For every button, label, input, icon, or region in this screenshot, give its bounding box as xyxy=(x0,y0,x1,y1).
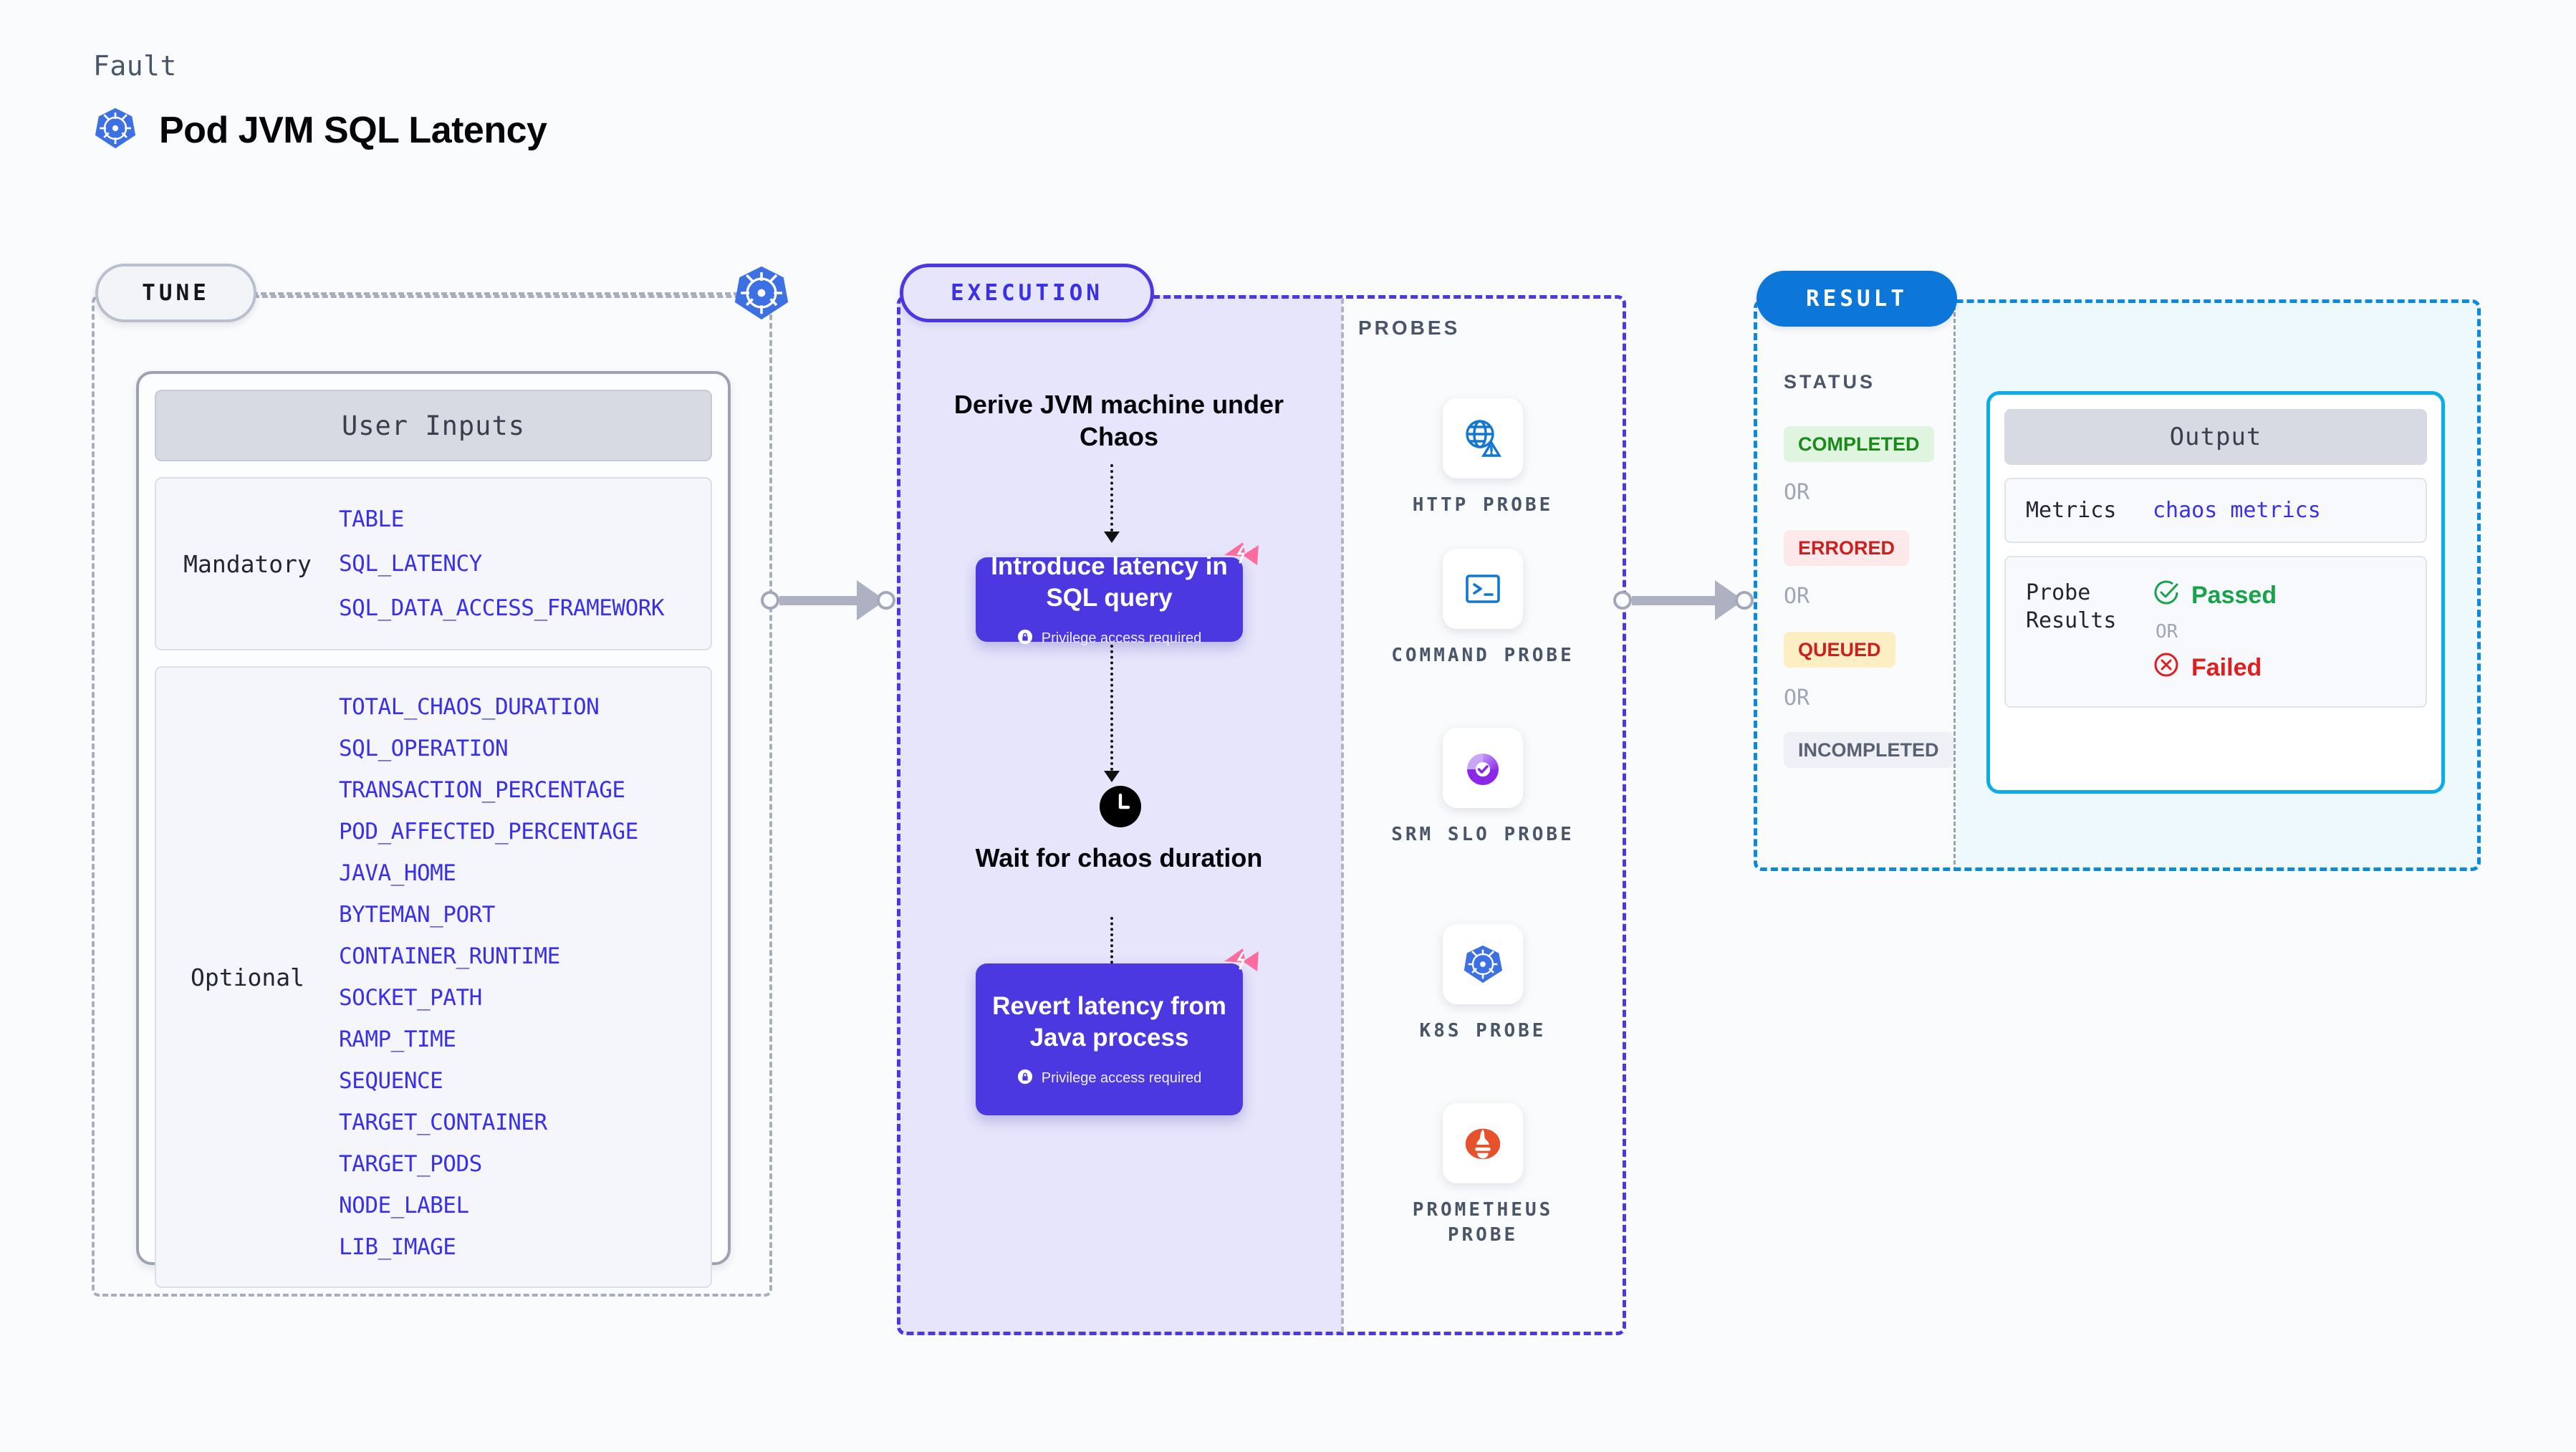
group-label-mandatory: Mandatory xyxy=(183,549,312,578)
probe-http[interactable]: HTTP PROBE xyxy=(1390,398,1576,518)
execution-panel xyxy=(897,295,1626,1335)
metrics-value[interactable]: chaos metrics xyxy=(2153,498,2321,523)
param-item[interactable]: SQL_DATA_ACCESS_FRAMEWORK xyxy=(339,595,665,621)
derive-step-label: Derive JVM machine under Chaos xyxy=(953,390,1284,451)
probe-verdict-failed: Failed xyxy=(2153,651,2277,685)
param-item[interactable]: SEQUENCE xyxy=(339,1068,443,1094)
metrics-key: Metrics xyxy=(2026,498,2117,523)
flow-arrow-head xyxy=(1104,771,1120,782)
privilege-note: Privilege access required xyxy=(1041,630,1202,647)
connector-dot xyxy=(1613,591,1632,610)
kubernetes-icon xyxy=(732,264,791,322)
connector-line xyxy=(779,595,858,605)
tune-connector-dash xyxy=(252,292,782,295)
kubernetes-icon xyxy=(93,106,138,154)
probe-k8s[interactable]: K8S PROBE xyxy=(1390,924,1576,1044)
lock-icon xyxy=(1017,1069,1033,1088)
globe-warning-icon xyxy=(1443,398,1523,479)
optional-params-group: Optional TOTAL_CHAOS_DURATION SQL_OPERAT… xyxy=(155,666,712,1288)
user-inputs-title: User Inputs xyxy=(155,390,712,461)
probe-label: PROMETHEUS PROBE xyxy=(1412,1199,1554,1246)
probe-label: COMMAND PROBE xyxy=(1391,645,1575,666)
revert-latency-card[interactable]: Revert latency from Java process Privile… xyxy=(976,948,1259,1115)
clock-icon xyxy=(1100,786,1141,827)
status-badge-completed: COMPLETED xyxy=(1784,426,1934,462)
group-label-optional: Optional xyxy=(191,963,304,991)
lock-icon xyxy=(1017,629,1033,648)
flow-arrow-line xyxy=(1110,464,1113,532)
mandatory-params-group: Mandatory TABLE SQL_LATENCY SQL_DATA_ACC… xyxy=(155,477,712,650)
or-separator: OR xyxy=(1784,584,1810,609)
user-inputs-card: User Inputs Mandatory TABLE SQL_LATENCY … xyxy=(136,371,731,1288)
param-item[interactable]: BYTEMAN_PORT xyxy=(339,902,495,928)
status-badge-incompleted: INCOMPLETED xyxy=(1784,732,1953,768)
flow-arrow-line xyxy=(1110,645,1113,771)
param-item[interactable]: SOCKET_PATH xyxy=(339,985,482,1011)
param-item[interactable]: JAVA_HOME xyxy=(339,860,456,886)
inject-latency-card[interactable]: Introduce latency in SQL query Privilege… xyxy=(976,542,1259,646)
param-item[interactable]: TARGET_PODS xyxy=(339,1151,482,1177)
page-title: Pod JVM SQL Latency xyxy=(159,109,547,151)
or-separator: OR xyxy=(1784,480,1810,505)
connector-line xyxy=(1632,595,1716,605)
output-title: Output xyxy=(2004,409,2427,465)
wait-step-label: Wait for chaos duration xyxy=(975,843,1263,872)
connector-dot xyxy=(1735,591,1754,610)
flow-arrow-line xyxy=(1110,917,1113,986)
probe-verdict-passed: Passed xyxy=(2153,579,2277,612)
probes-section-label: PROBES xyxy=(1358,317,1461,339)
result-panel xyxy=(1754,299,2481,871)
prometheus-icon xyxy=(1443,1103,1523,1183)
eyebrow-label: Fault xyxy=(93,50,177,82)
param-item[interactable]: TRANSACTION_PERCENTAGE xyxy=(339,777,625,803)
param-item[interactable]: TABLE xyxy=(339,506,404,532)
srm-slo-icon xyxy=(1443,728,1523,808)
status-badge-queued: QUEUED xyxy=(1784,632,1895,668)
tune-panel xyxy=(92,295,772,1297)
probe-label: SRM SLO PROBE xyxy=(1391,824,1575,845)
tune-stage-pill[interactable]: TUNE xyxy=(95,264,256,322)
flow-arrow-head xyxy=(1104,532,1120,543)
probe-results-key: Probe Results xyxy=(2026,580,2117,633)
privilege-note: Privilege access required xyxy=(1041,1070,1202,1087)
param-item[interactable]: SQL_LATENCY xyxy=(339,551,482,577)
probe-label: K8S PROBE xyxy=(1419,1020,1547,1042)
probe-srm-slo[interactable]: SRM SLO PROBE xyxy=(1390,728,1576,847)
page-header: Fault Pod JVM SQL Latency xyxy=(93,50,547,154)
execution-stage-pill[interactable]: EXECUTION xyxy=(900,264,1154,322)
param-item[interactable]: RAMP_TIME xyxy=(339,1027,456,1052)
connector-tune-to-execution xyxy=(761,580,904,620)
param-item[interactable]: POD_AFFECTED_PERCENTAGE xyxy=(339,819,638,845)
connector-dot xyxy=(761,591,779,610)
param-item[interactable]: NODE_LABEL xyxy=(339,1193,469,1218)
connector-dot xyxy=(877,591,895,610)
probes-divider xyxy=(1341,298,1344,1332)
harness-logo-icon xyxy=(1221,539,1261,577)
kubernetes-icon xyxy=(1443,924,1523,1004)
status-label: STATUS xyxy=(1784,371,1875,393)
result-status-column xyxy=(1754,299,1956,871)
revert-latency-title: Revert latency from Java process xyxy=(992,991,1226,1052)
check-circle-icon xyxy=(2153,579,2180,612)
param-item[interactable]: TARGET_CONTAINER xyxy=(339,1110,547,1135)
connector-execution-to-result xyxy=(1613,580,1764,620)
harness-logo-icon xyxy=(1221,946,1261,983)
result-stage-pill[interactable]: RESULT xyxy=(1756,271,1957,327)
metrics-row: Metrics chaos metrics xyxy=(2004,478,2427,543)
x-circle-icon xyxy=(2153,651,2180,685)
probe-command[interactable]: COMMAND PROBE xyxy=(1390,549,1576,668)
probe-results-row: Probe Results Passed OR xyxy=(2004,556,2427,708)
output-card: Output Metrics chaos metrics Probe Resul… xyxy=(1986,391,2445,794)
probe-label: HTTP PROBE xyxy=(1412,494,1554,516)
status-badge-errored: ERRORED xyxy=(1784,530,1910,566)
or-separator: OR xyxy=(2156,621,2178,643)
param-item[interactable]: CONTAINER_RUNTIME xyxy=(339,943,560,969)
probe-prometheus[interactable]: PROMETHEUS PROBE xyxy=(1390,1103,1576,1248)
inject-latency-title: Introduce latency in SQL query xyxy=(991,552,1228,612)
param-item[interactable]: SQL_OPERATION xyxy=(339,736,509,761)
param-item[interactable]: LIB_IMAGE xyxy=(339,1234,456,1260)
terminal-icon xyxy=(1443,549,1523,629)
or-separator: OR xyxy=(1784,686,1810,711)
param-item[interactable]: TOTAL_CHAOS_DURATION xyxy=(339,694,600,720)
